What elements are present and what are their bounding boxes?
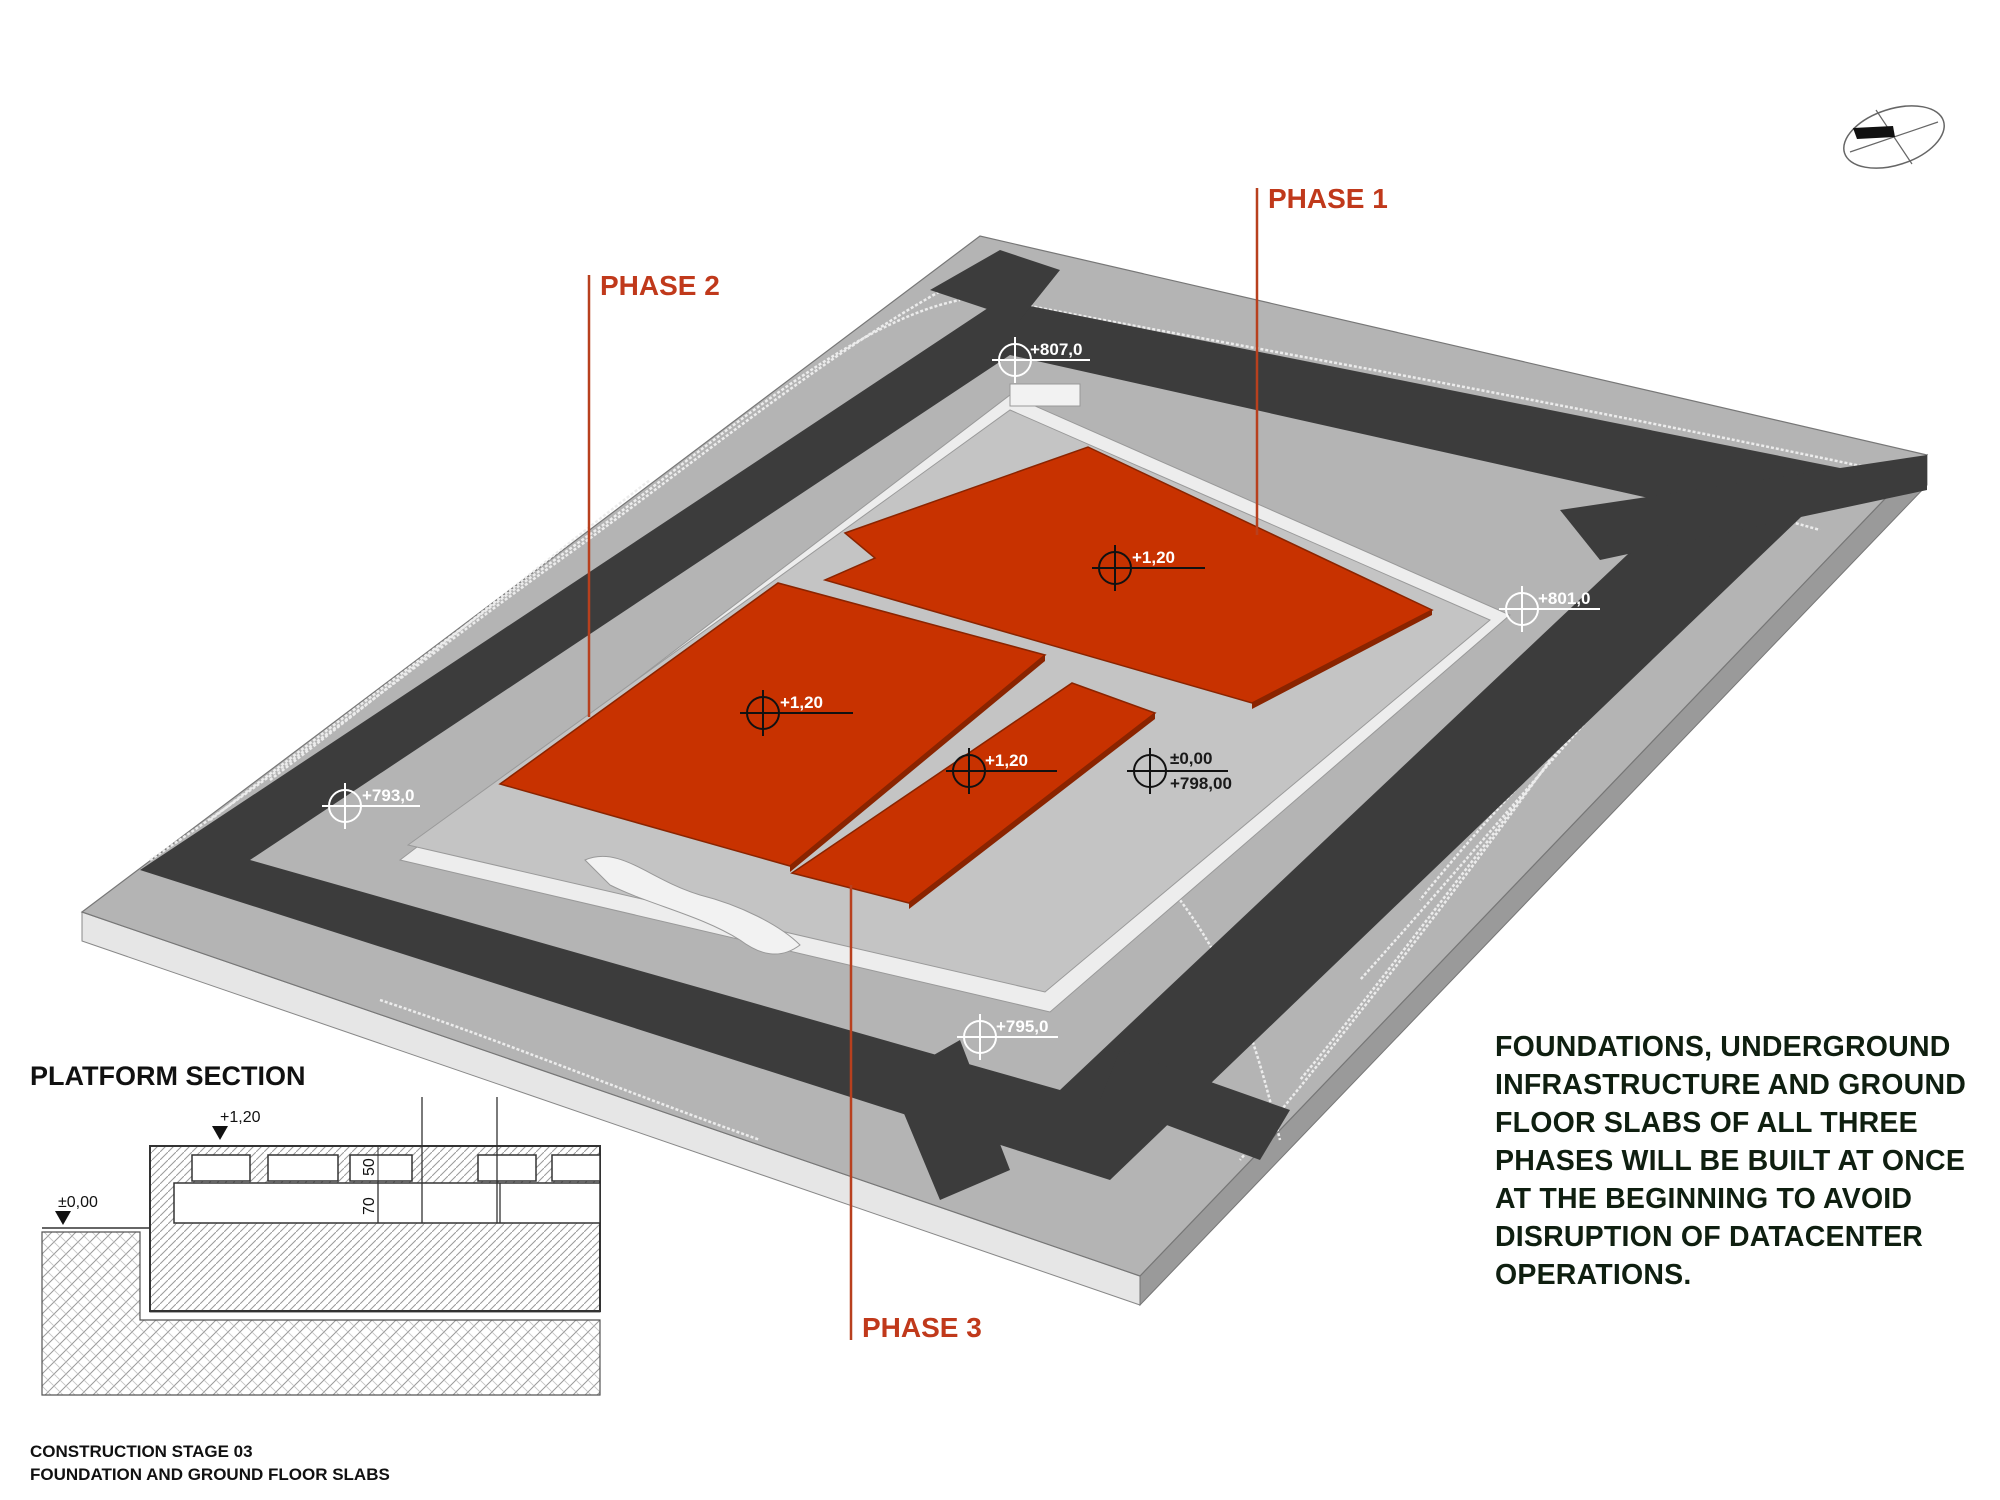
- level-marker-icon: [1499, 586, 1600, 632]
- level-label-slab-2: +1,20: [780, 693, 823, 712]
- road-network: [140, 250, 1927, 1200]
- level-label-left: +793,0: [362, 786, 414, 805]
- level-label-slab-1: +1,20: [1132, 548, 1175, 567]
- north-notch: [1009, 383, 1081, 407]
- slab-phase-1-edge: [1252, 610, 1432, 709]
- level-marker-bottom: +795,0: [957, 1014, 1058, 1060]
- level-marker-icon: [740, 690, 853, 736]
- section-lower-void: [173, 1182, 601, 1224]
- level-marker-icon: [1092, 545, 1205, 591]
- section-title: PLATFORM SECTION: [30, 1061, 305, 1091]
- road-east-spur: [1560, 455, 1927, 560]
- road-south-spur: [890, 1040, 1010, 1200]
- phasing-note-line: INFRASTRUCTURE AND GROUND: [1495, 1069, 1967, 1101]
- level-label-platform-absolute: +798,00: [1170, 774, 1232, 793]
- phase-1-label: PHASE 1: [1268, 183, 1388, 214]
- level-label-bottom: +795,0: [996, 1017, 1048, 1036]
- road-north-spur: [930, 250, 1060, 320]
- north-arrow-icon: [1843, 105, 1945, 169]
- phasing-note-line: DISRUPTION OF DATACENTER: [1495, 1221, 1924, 1253]
- section-soil: [41, 1231, 601, 1396]
- slab-phase-3-edge: [909, 713, 1155, 909]
- phasing-note: FOUNDATIONS, UNDERGROUND INFRASTRUCTURE …: [1495, 1028, 1975, 1294]
- caption-subtitle: FOUNDATION AND GROUND FLOOR SLABS: [30, 1465, 390, 1484]
- platform-section-drawing: 50 70 +1,20 ±0,00: [41, 1097, 601, 1396]
- section-dim-lower: 70: [361, 1197, 378, 1215]
- section-upper-voids: [191, 1154, 601, 1182]
- level-triangle-icon: [55, 1211, 71, 1225]
- slab-phase-2-edge: [790, 655, 1045, 872]
- road-ring: [140, 300, 1850, 1180]
- phasing-note-line: AT THE BEGINNING TO AVOID: [1495, 1183, 1913, 1215]
- section-slab-level: +1,20: [220, 1109, 261, 1126]
- ramp-recess: [584, 855, 801, 955]
- level-label-top: +807,0: [1030, 340, 1082, 359]
- level-marker-icon: [957, 1014, 1058, 1060]
- level-marker-slab-1: +1,20: [1092, 545, 1205, 591]
- phase-2-label: PHASE 2: [600, 270, 720, 301]
- phasing-note-line: FOUNDATIONS, UNDERGROUND: [1495, 1031, 1951, 1063]
- level-marker-left: +793,0: [322, 783, 420, 829]
- section-dim-upper: 50: [361, 1158, 378, 1176]
- level-marker-icon: [322, 783, 420, 829]
- caption-stage: CONSTRUCTION STAGE 03: [30, 1442, 253, 1461]
- phase-3-label: PHASE 3: [862, 1312, 982, 1343]
- level-marker-slab-3: +1,20: [946, 748, 1057, 794]
- phase-leaders: [587, 188, 1259, 1340]
- level-label-right: +801,0: [1538, 589, 1590, 608]
- section-ground-level: ±0,00: [58, 1194, 98, 1211]
- level-marker-top: +807,0: [992, 337, 1090, 383]
- level-marker-icon: [992, 337, 1090, 383]
- level-triangle-icon: [212, 1126, 228, 1140]
- road-southeast-spur: [1100, 1050, 1290, 1160]
- level-marker-icon: [946, 748, 1057, 794]
- level-marker-icon: [1127, 748, 1228, 794]
- phasing-note-line: FLOOR SLABS OF ALL THREE: [1495, 1107, 1918, 1139]
- phasing-note-line: OPERATIONS.: [1495, 1259, 1692, 1291]
- level-marker-slab-2: +1,20: [740, 690, 853, 736]
- phasing-note-line: PHASES WILL BE BUILT AT ONCE: [1495, 1145, 1966, 1177]
- level-label-platform-relative: ±0,00: [1170, 749, 1212, 768]
- level-label-slab-3: +1,20: [985, 751, 1028, 770]
- level-marker-platform: ±0,00 +798,00: [1127, 748, 1232, 794]
- drawing-caption: CONSTRUCTION STAGE 03 FOUNDATION AND GRO…: [30, 1440, 390, 1486]
- level-marker-right: +801,0: [1499, 586, 1600, 632]
